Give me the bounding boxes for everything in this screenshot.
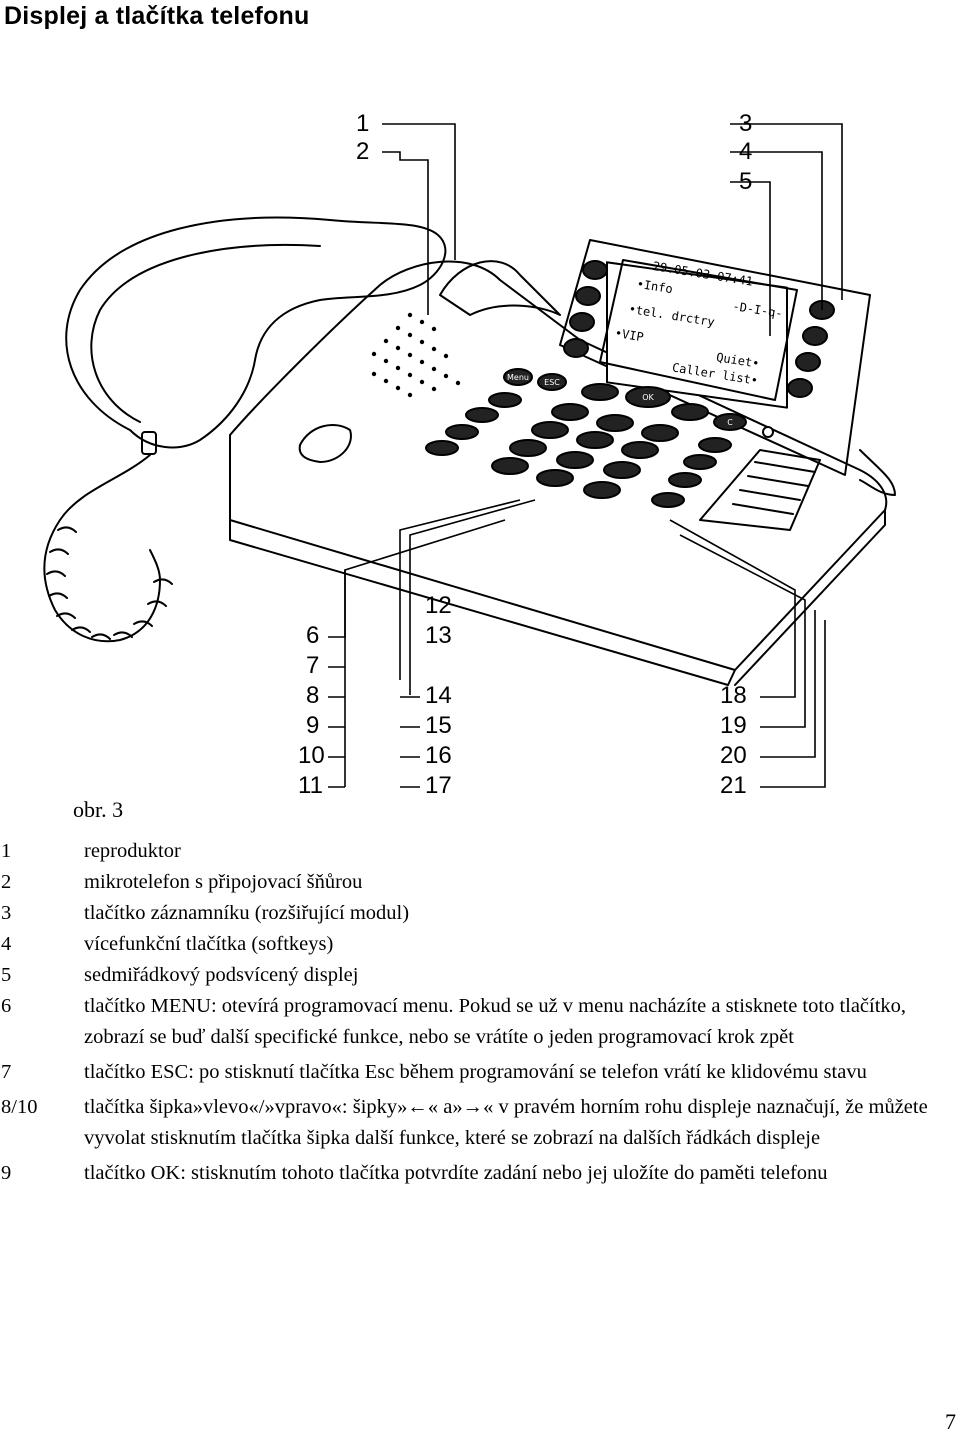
display-line2-left: •Info [636,277,674,296]
legend-text: tlačítko MENU: otevírá programovací menu… [84,995,907,1048]
legend-item: 1 reproduktor [0,836,958,867]
legend-number: 5 [1,964,12,986]
callout-18: 18 [720,682,747,709]
legend-number: 7 [1,1061,12,1083]
label-strip [699,449,821,531]
legend-number: 6 [1,995,12,1017]
phone-figure: 29.05.03 07:41 •Info -D-I-q- •tel. drctr… [0,100,960,822]
menu-key-label: Menu [507,373,529,382]
callout-16: 16 [425,742,452,769]
legend-number: 1 [1,840,12,862]
legend-item: 5 sedmiřádkový podsvícený displej [0,960,958,991]
callout-9: 9 [306,712,320,739]
phone-illustration: 29.05.03 07:41 •Info -D-I-q- •tel. drctr… [43,123,896,788]
legend-item: 4 vícefunkční tlačítka (softkeys) [0,929,958,960]
legend-number: 8/10 [1,1096,38,1118]
display-line4-left: •VIP [614,326,645,344]
page-number: 7 [945,1409,956,1434]
legend-item: 3 tlačítko záznamníku (rozšiřující modul… [0,898,958,929]
legend-item: 2 mikrotelefon s připojovací šňůrou [0,867,958,898]
callout-4: 4 [739,138,753,165]
callout-7: 7 [306,652,320,679]
callout-11: 11 [298,772,323,799]
legend-text: tlačítko ESC: po stisknutí tlačítka Esc … [84,1061,867,1083]
callout-20: 20 [720,742,747,769]
callout-3: 3 [739,110,753,137]
legend-text: mikrotelefon s připojovací šňůrou [84,871,363,893]
callout-5: 5 [739,168,753,195]
callout-19: 19 [720,712,747,739]
ok-key-label: OK [642,393,654,402]
function-keys-left [425,392,522,456]
legend-number: 4 [1,933,12,955]
dial-pad [491,403,679,499]
softkeys-left [563,260,608,358]
callout-12: 12 [425,592,452,619]
legend-text: tlačítko záznamníku (rozšiřující modul) [84,902,410,924]
callout-6: 6 [306,622,320,649]
legend-number: 3 [1,902,12,924]
handset [65,216,447,449]
callout-1: 1 [356,110,370,137]
callout-8: 8 [306,682,320,709]
function-keys-right [651,437,732,508]
callout-2: 2 [356,138,370,165]
legend-list: 1 reproduktor 2 mikrotelefon s připojova… [0,836,958,1189]
display-line4-right: Quiet• [715,350,760,371]
legend-text: vícefunkční tlačítka (softkeys) [84,933,334,955]
callout-21: 21 [720,772,747,799]
display-housing [559,239,871,476]
legend-text: tlačítko OK: stisknutím tohoto tlačítka … [84,1162,828,1184]
legend-text: reproduktor [84,840,181,862]
legend-text: tlačítka šipka»vlevo«/»vpravo«: šipky»←«… [84,1096,928,1149]
legend-item: 8/10 tlačítka šipka»vlevo«/»vpravo«: šip… [0,1092,958,1154]
callout-13: 13 [425,622,452,649]
callout-17: 17 [425,772,452,799]
callout-10: 10 [298,742,325,769]
legend-number: 9 [1,1162,12,1184]
figure-caption: obr. 3 [73,797,124,822]
legend-item: 6 tlačítko MENU: otevírá programovací me… [0,991,958,1053]
legend-text: sedmiřádkový podsvícený displej [84,964,359,986]
legend-item: 7 tlačítko ESC: po stisknutí tlačítka Es… [0,1057,958,1088]
display-screen [606,261,788,409]
softkeys-right [787,300,835,398]
legend-item: 9 tlačítko OK: stisknutím tohoto tlačítk… [0,1158,958,1189]
esc-key-label: ESC [544,378,560,387]
page-title: Displej a tlačítka telefonu [4,2,310,30]
navigation-keys [503,368,747,431]
speaker-grille [371,312,461,398]
c-key-label: C [727,418,733,427]
callout-15: 15 [425,712,452,739]
legend-number: 2 [1,871,12,893]
callout-14: 14 [425,682,452,709]
